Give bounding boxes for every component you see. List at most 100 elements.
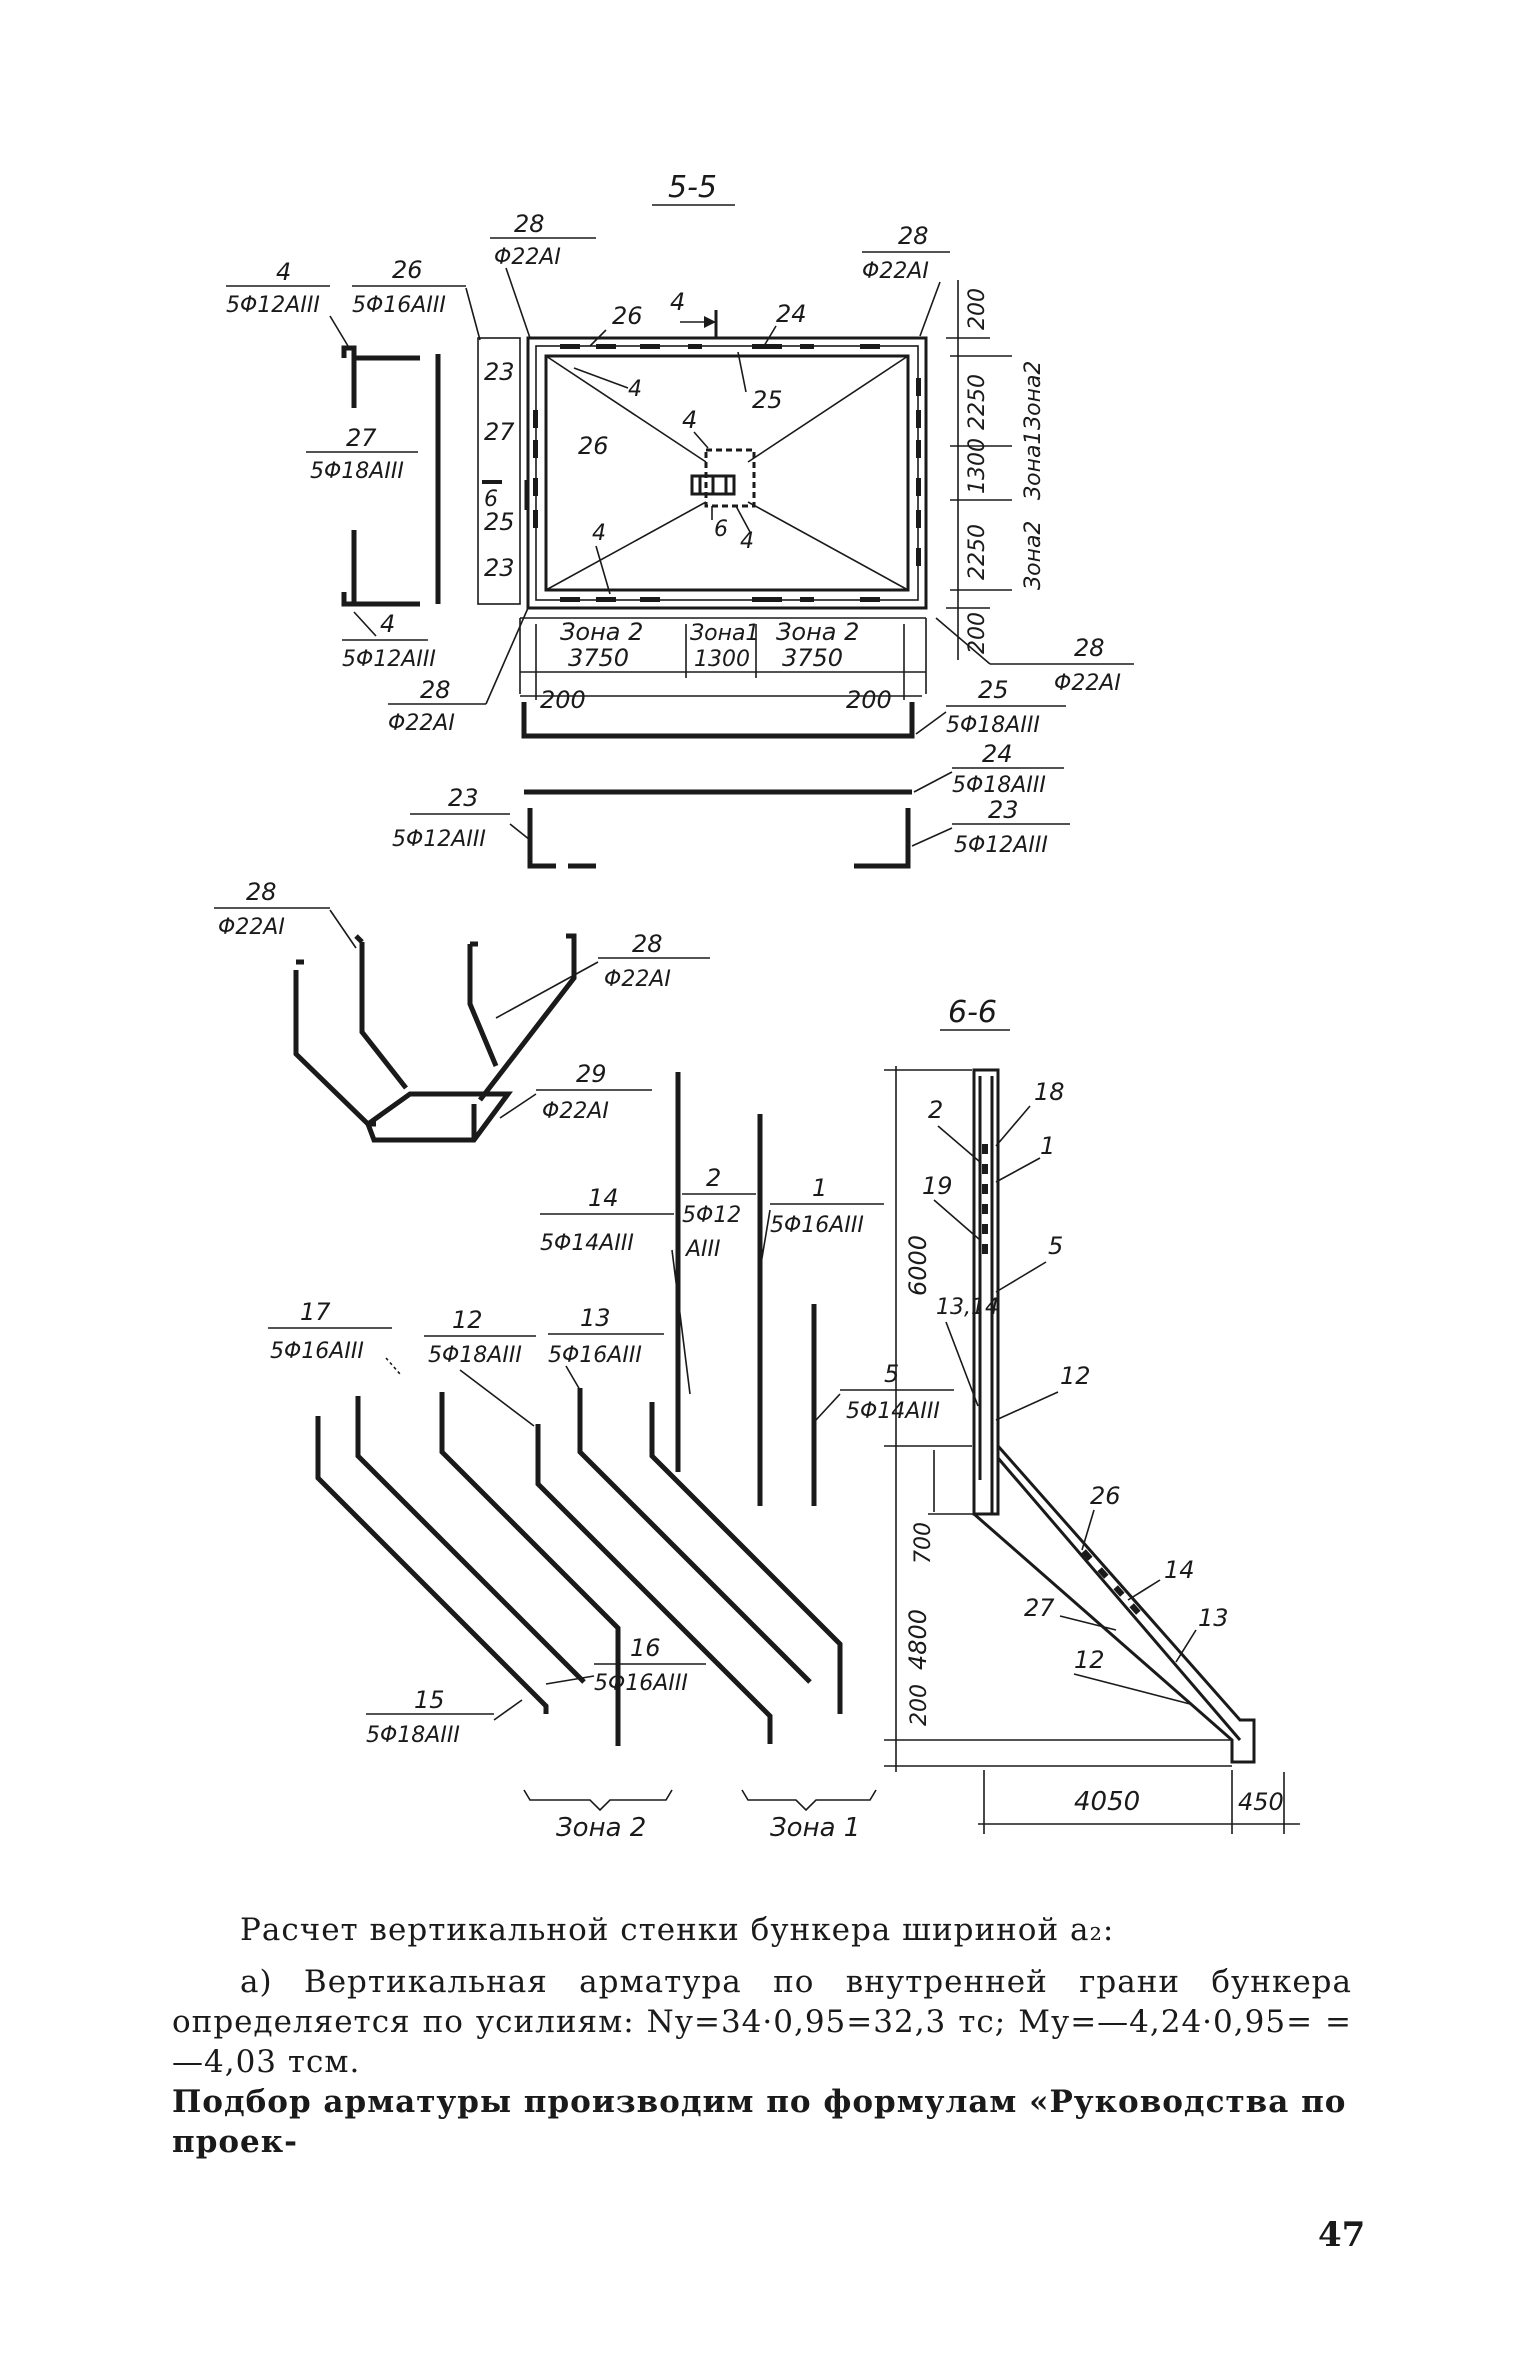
svg-text:Φ22AI: Φ22AI <box>388 711 455 736</box>
bar-details: 14 5Φ14AIII 2 5Φ12 AIII 1 5Φ16AIII 17 5Φ… <box>268 1072 954 1843</box>
svg-text:5Φ14AIII: 5Φ14AIII <box>540 1231 634 1256</box>
svg-text:5Φ18AIII: 5Φ18AIII <box>366 1723 460 1748</box>
rebar-15 <box>355 1396 586 1684</box>
svg-text:4: 4 <box>682 406 697 434</box>
wall-6-6 <box>972 1068 1000 1516</box>
callout-23-right: 23 5Φ12AIII <box>911 796 1070 858</box>
svg-text:Зона2: Зона2 <box>1021 361 1046 430</box>
svg-text:4050: 4050 <box>1074 1787 1140 1817</box>
side-wall-strip <box>477 337 521 605</box>
rebar-13 <box>577 1388 812 1684</box>
svg-text:2250: 2250 <box>965 374 990 430</box>
svg-text:6: 6 <box>484 487 498 512</box>
svg-text:5Φ18AIII: 5Φ18AIII <box>946 713 1040 738</box>
rebar-12 <box>535 1424 773 1744</box>
callout-26-top: 26 5Φ16AIII <box>352 256 481 341</box>
svg-text:28: 28 <box>898 222 929 250</box>
callout-28-stirrup-a: 28 Φ22AI <box>214 878 357 949</box>
technical-drawing: 5-5 <box>214 170 1300 1843</box>
svg-text:3750: 3750 <box>568 644 629 672</box>
svg-text:Зона 1: Зона 1 <box>770 1813 860 1843</box>
callout-5: 5 5Φ14AIII <box>815 1360 954 1424</box>
rebar-16 <box>439 1392 621 1746</box>
svg-text:Φ22AI: Φ22AI <box>604 967 671 992</box>
svg-text:1300: 1300 <box>694 647 750 672</box>
svg-text:4: 4 <box>592 521 606 546</box>
svg-text:28: 28 <box>514 210 545 238</box>
svg-text:Зона2: Зона2 <box>1021 521 1046 590</box>
svg-text:Φ22AI: Φ22AI <box>218 915 285 940</box>
svg-text:5Φ14AIII: 5Φ14AIII <box>846 1399 940 1424</box>
svg-text:6: 6 <box>714 517 728 542</box>
svg-text:13: 13 <box>1198 1604 1229 1632</box>
svg-text:12: 12 <box>1074 1646 1105 1674</box>
body-text: Расчет вертикальной стенки бункера ширин… <box>172 1910 1352 2162</box>
bunker-outer-frame <box>526 336 928 610</box>
svg-text:27: 27 <box>1024 1594 1055 1622</box>
section-5-5: 5-5 <box>226 170 1134 869</box>
callout-15: 15 5Φ18AIII <box>366 1686 523 1748</box>
svg-text:26: 26 <box>392 256 423 284</box>
svg-text:5Φ16AIII: 5Φ16AIII <box>594 1671 688 1696</box>
svg-text:25: 25 <box>484 508 515 536</box>
svg-text:6000: 6000 <box>904 1235 932 1296</box>
paragraph-3: Подбор арматуры производим по формулам «… <box>172 2084 1347 2160</box>
svg-text:5Φ12AIII: 5Φ12AIII <box>954 833 1048 858</box>
rebar-14 <box>649 1402 843 1714</box>
rebar-4-bottom <box>341 592 420 607</box>
svg-text:Зона1: Зона1 <box>690 621 759 646</box>
svg-text:200: 200 <box>846 686 892 714</box>
callout-4-top: 4 5Φ12AIII <box>226 258 349 347</box>
paragraph-1: Расчет вертикальной стенки бункера ширин… <box>240 1912 1115 1948</box>
svg-text:5Φ16AIII: 5Φ16AIII <box>352 293 446 318</box>
svg-text:Φ22AI: Φ22AI <box>542 1099 609 1124</box>
svg-text:26: 26 <box>612 302 643 330</box>
svg-text:27: 27 <box>346 424 377 452</box>
zones-vertical: 200 2250 1300 2250 200 Зона2 Зона1 Зона2 <box>946 280 1046 660</box>
callout-17: 17 5Φ16AIII <box>268 1298 401 1375</box>
svg-text:1: 1 <box>812 1174 827 1202</box>
callout-4-bottom: 4 5Φ12AIII <box>342 610 436 672</box>
svg-text:5Φ16AIII: 5Φ16AIII <box>548 1343 642 1368</box>
svg-text:200: 200 <box>907 1684 932 1726</box>
rebar-dots <box>533 344 921 602</box>
svg-text:Зона 2: Зона 2 <box>776 618 859 646</box>
svg-text:4: 4 <box>740 529 754 554</box>
rebar-4-top <box>341 345 420 361</box>
svg-text:25: 25 <box>978 676 1009 704</box>
callout-28-top-right: 28 Φ22AI <box>862 222 950 337</box>
svg-text:17: 17 <box>300 1298 331 1326</box>
svg-text:200: 200 <box>540 686 586 714</box>
callout-16: 16 5Φ16AIII <box>545 1634 706 1696</box>
svg-text:3750: 3750 <box>782 644 843 672</box>
callout-2: 2 5Φ12 AIII <box>682 1164 756 1262</box>
callout-12: 12 5Φ18AIII <box>424 1306 536 1427</box>
svg-text:2250: 2250 <box>965 524 990 580</box>
callout-27: 27 5Φ18AIII <box>306 424 418 484</box>
svg-text:700: 700 <box>911 1522 936 1564</box>
svg-text:Зона 2: Зона 2 <box>556 1813 646 1843</box>
svg-text:5: 5 <box>884 1360 899 1388</box>
svg-text:18: 18 <box>1034 1078 1065 1106</box>
slope-dots <box>1081 1549 1141 1615</box>
svg-text:23: 23 <box>484 358 515 386</box>
svg-text:Φ22AI: Φ22AI <box>862 259 929 284</box>
svg-text:5Φ12: 5Φ12 <box>682 1203 741 1228</box>
svg-text:23: 23 <box>448 784 479 812</box>
svg-text:5Φ16AIII: 5Φ16AIII <box>770 1213 864 1238</box>
svg-text:12: 12 <box>452 1306 483 1334</box>
svg-text:23: 23 <box>484 554 515 582</box>
section-title-6-6: 6-6 <box>948 995 997 1030</box>
svg-text:450: 450 <box>1238 1788 1284 1816</box>
svg-text:1: 1 <box>1040 1132 1055 1160</box>
section-title-5-5: 5-5 <box>668 170 717 205</box>
svg-text:5Φ12AIII: 5Φ12AIII <box>392 827 486 852</box>
svg-text:AIII: AIII <box>684 1237 721 1262</box>
svg-text:5Φ12AIII: 5Φ12AIII <box>342 647 436 672</box>
svg-text:Зона 2: Зона 2 <box>560 618 643 646</box>
callout-28-top-left: 28 Φ22AI <box>490 210 596 339</box>
dims-6-6: 6000 700 4800 200 4050 450 <box>884 1066 1300 1834</box>
stirrup-assembly: 28 Φ22AI 28 Φ22AI 29 Φ22AI <box>214 878 710 1143</box>
svg-text:26: 26 <box>578 432 609 460</box>
bunker-inner-frame <box>544 354 910 592</box>
